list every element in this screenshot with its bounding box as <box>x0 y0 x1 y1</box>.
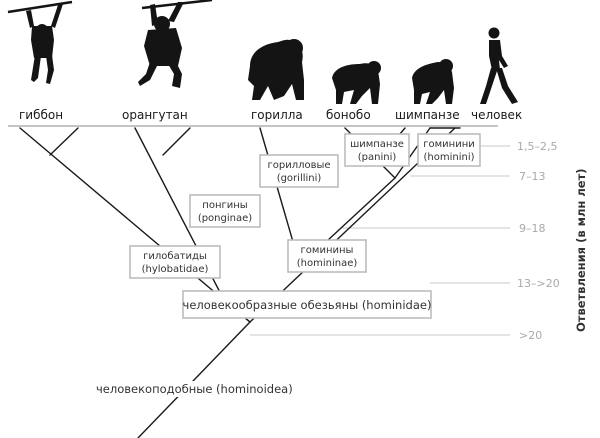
orangutan-silhouette <box>138 0 213 88</box>
axis-title: Ответвления (в млн лет) <box>574 168 588 332</box>
clade-panini-latin: (panini) <box>358 152 397 163</box>
time-label-3: 9–18 <box>519 222 546 235</box>
human-silhouette <box>480 27 518 104</box>
clade-box-gorillini: горилловые (gorillini) <box>259 154 339 188</box>
species-label-orangutan: орангутан <box>122 108 188 122</box>
bonobo-silhouette <box>332 61 381 104</box>
gibbon-silhouette <box>7 0 73 84</box>
clade-hylobatidae-latin: (hylobatidae) <box>142 264 209 275</box>
clade-box-ponginae: понгины (ponginae) <box>189 194 261 228</box>
clade-hominoidea-name: человекоподобные (hominoidea) <box>96 382 293 396</box>
gorilla-silhouette <box>248 39 304 100</box>
clade-homininae-latin: (homininae) <box>297 258 358 269</box>
clade-hylobatidae-name: гилобатиды <box>143 251 207 262</box>
clade-box-hylobatidae: гилобатиды (hylobatidae) <box>129 245 221 279</box>
species-label-gibbon: гиббон <box>19 108 63 122</box>
species-label-gorilla: горилла <box>251 108 303 122</box>
time-label-2: 7–13 <box>519 170 546 183</box>
clade-gorillini-latin: (gorillini) <box>277 173 322 184</box>
time-label-1: 1,5–2,5 <box>517 140 558 153</box>
clade-ponginae-name: понгины <box>202 200 247 211</box>
clade-hominidae-name: человекообразные обезьяны (hominidae) <box>183 298 432 312</box>
clade-hominini-latin: (hominini) <box>423 152 474 163</box>
clade-box-homininae: гоминины (homininae) <box>287 239 367 273</box>
time-label-4: 13–>20 <box>517 277 560 290</box>
clade-hominini-name: гоминини <box>423 139 475 150</box>
species-label-chimpanzee: шимпанзе <box>395 108 460 122</box>
clade-box-hominidae: человекообразные обезьяны (hominidae) <box>182 290 432 319</box>
root-label-backing <box>94 381 282 397</box>
species-label-human: человек <box>471 108 522 122</box>
species-label-bonobo: бонобо <box>326 108 371 122</box>
clade-box-hominini: гоминини (hominini) <box>417 133 481 167</box>
clade-homininae-name: гоминины <box>301 245 354 256</box>
clade-ponginae-latin: (ponginae) <box>198 213 252 224</box>
clade-panini-name: шимпанзе <box>350 139 404 150</box>
chimpanzee-silhouette <box>412 59 454 104</box>
time-label-5: >20 <box>519 329 542 342</box>
clade-gorillini-name: горилловые <box>267 160 330 171</box>
clade-box-panini: шимпанзе (panini) <box>344 133 410 167</box>
